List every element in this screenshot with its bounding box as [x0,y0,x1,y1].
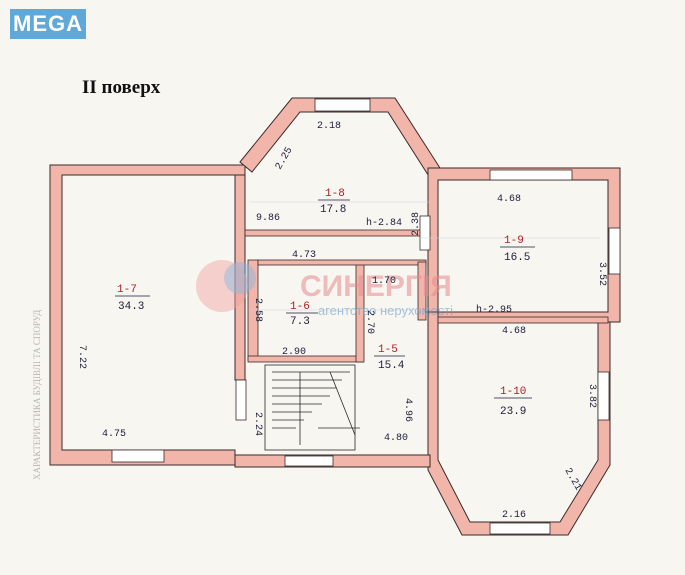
room-label-1-9: 1-9 [504,235,524,247]
room-area-1-6: 7.3 [290,316,310,328]
dim-closet: 1.70 [372,276,396,287]
room-area-1-8: 17.8 [320,204,346,216]
dim-hall-depth: 9.86 [256,213,280,224]
guide-lines [250,201,600,311]
dim-stair-width: 4.80 [384,433,408,444]
mega-logo: MEGA [10,9,86,39]
room-label-1-6: 1-6 [290,301,310,313]
dim-bay2-side: 2.21 [562,467,584,493]
room-label-1-8: 1-8 [325,188,345,200]
dim-ceiling-height-1: h-2.84 [366,217,402,229]
side-stamp: ХАРАКТЕРИСТИКА БУДІВЛІ ТА СПОРУД [32,310,42,480]
staircase [264,364,360,451]
dim-room6-width: 2.90 [282,347,306,358]
dim-bay-top: 2.18 [317,121,341,132]
dim-ceiling-height-2: h-2.95 [476,304,512,316]
room-area-1-10: 23.9 [500,406,526,418]
dim-room10-height: 3.82 [586,384,597,408]
room-area-1-7: 34.3 [118,301,144,313]
room-labels: 1-7 34.3 1-8 17.8 1-9 16.5 1-6 7.3 1-5 1… [115,188,535,418]
room-label-1-5: 1-5 [378,344,398,356]
dim-stair-depth: 2.24 [252,412,263,436]
room-area-1-9: 16.5 [504,252,530,264]
dim-bay-side: 2.25 [274,146,296,172]
dim-room6-height: 2.58 [252,298,263,322]
room-area-1-5: 15.4 [378,360,405,372]
watermark: СИНЕРГІЯ агентство нерухомості [196,260,453,318]
dim-room7-height: 7.22 [76,345,87,369]
dim-room10-width: 4.68 [502,326,526,337]
watermark-name: СИНЕРГІЯ [300,270,452,303]
dim-stair-side: 4.96 [402,398,413,422]
dim-hall-short: 2.38 [411,212,422,236]
dim-room7-width: 4.75 [102,429,126,440]
room-label-1-10: 1-10 [500,386,526,398]
dim-bay2-bottom: 2.16 [502,510,526,521]
room-label-1-7: 1-7 [117,284,137,296]
dim-hall-width: 4.73 [292,250,316,261]
windows [111,98,621,535]
floor-title: II поверх [82,77,161,98]
dim-room9-width: 4.68 [497,194,521,205]
dim-room5-upper: 2.70 [364,310,375,334]
watermark-subtitle: агентство нерухомості [318,303,453,318]
dim-room9-height: 3.52 [596,262,607,286]
